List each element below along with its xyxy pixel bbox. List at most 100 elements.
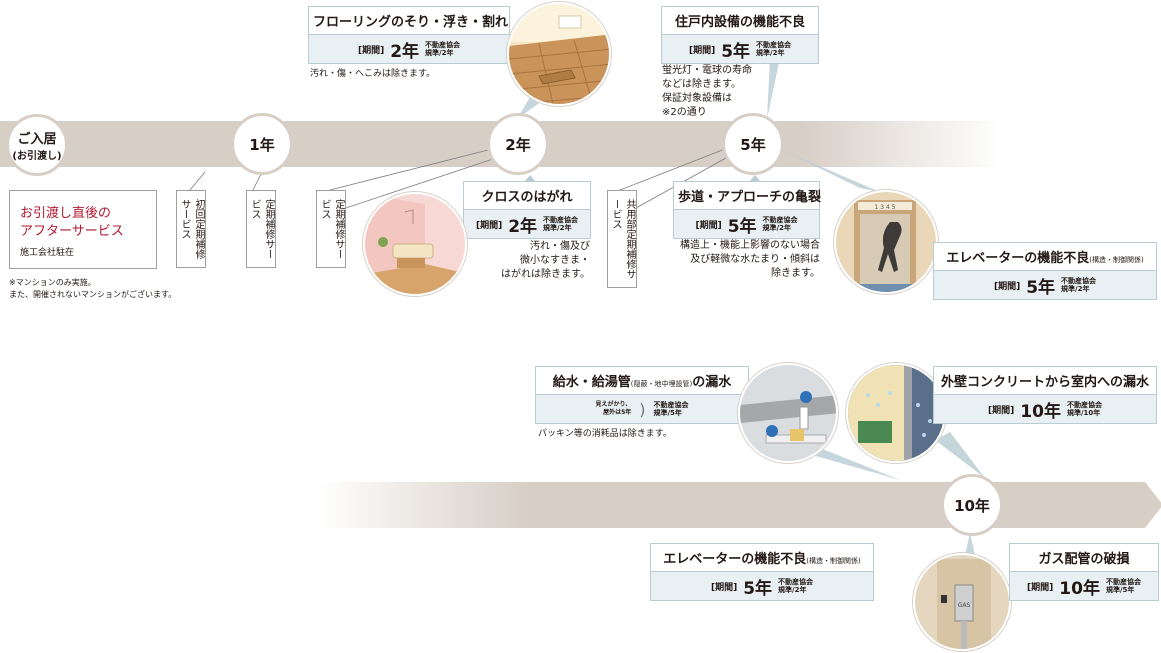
- wall-leak-std-2: 規準/10年: [1066, 409, 1101, 417]
- gas-title: ガス配管の破損: [1010, 544, 1158, 572]
- water-pipe-pre: 見えがかり、屋外は5年: [595, 401, 631, 417]
- elevator-bottom-standard: 不動産協会規準/2年: [778, 578, 813, 594]
- sidewalk-title: 歩道・アプローチの亀裂: [674, 182, 821, 210]
- sidewalk-std-1: 不動産協会: [762, 216, 798, 224]
- sidewalk-period-label: [期間]: [695, 220, 722, 231]
- gas-meter-text: GAS: [958, 602, 971, 609]
- item-gas: ガス配管の破損 [期間] 10年 不動産協会規準/5年: [1009, 543, 1159, 601]
- sidewalk-standard: 不動産協会規準/2年: [763, 216, 798, 232]
- node-year-2-label: 2年: [505, 135, 531, 154]
- elevator-bottom-years: 5年: [743, 578, 773, 599]
- sidewalk-note: 構造上・機能上影響のない場合 及び軽微な水たまり・傾斜は 除きます。: [656, 239, 820, 281]
- elevator-bottom-std-1: 不動産協会: [778, 578, 814, 586]
- elevator-panel-text: 1 3 4 5: [875, 204, 896, 211]
- periodic-service-1: 定期補修サービス: [246, 190, 276, 268]
- wall-leak-illustration: [846, 363, 946, 463]
- elevator-top-years: 5年: [1026, 277, 1056, 298]
- cloth-illustration: [363, 192, 467, 296]
- gas-period: [期間] 10年 不動産協会規準/5年: [1010, 572, 1158, 600]
- node-year-5: 5年: [722, 113, 784, 175]
- cloth-std-1: 不動産協会: [543, 216, 579, 224]
- cloth-note: 汚れ・傷及び 微小なすきま・ はがれは除きます。: [494, 240, 590, 282]
- sidewalk-note-1: 構造上・機能上影響のない場合: [680, 240, 820, 251]
- flooring-std-1: 不動産協会: [425, 41, 461, 49]
- item-flooring: フローリングのそり・浮き・割れ [期間] 2年 不動産協会規準/2年: [308, 6, 510, 64]
- node-year-1-label: 1年: [249, 135, 275, 154]
- water-pipe-title-tail: の漏水: [692, 375, 732, 390]
- after-service-note-2: また、開催されないマンションがございます。: [9, 290, 177, 299]
- water-pipe-standard: 不動産協会規準/5年: [654, 401, 689, 417]
- equipment-years: 5年: [721, 41, 751, 62]
- item-sidewalk: 歩道・アプローチの亀裂 [期間] 5年 不動産協会規準/2年: [673, 181, 821, 239]
- cloth-std-2: 規準/2年: [543, 224, 572, 232]
- gas-years: 10年: [1059, 578, 1100, 599]
- cloth-note-2: 微小なすきま・: [520, 255, 590, 266]
- water-pipe-heading: 給水・給湯管(隠蔽・地中埋設管)の漏水: [536, 367, 748, 395]
- elevator-bottom-period-label: [期間]: [710, 582, 738, 593]
- wall-leak-standard: 不動産協会規準/10年: [1067, 401, 1102, 417]
- node-year-10: 10年: [941, 474, 1003, 536]
- elevator-top-period-label: [期間]: [993, 281, 1021, 292]
- water-pipe-pre-2: 屋外は5年: [603, 409, 632, 416]
- equipment-standard: 不動産協会規準/2年: [756, 41, 791, 57]
- gas-illustration: GAS: [913, 553, 1011, 651]
- timeline-band-bottom: [318, 482, 1161, 528]
- cloth-standard: 不動産協会規準/2年: [543, 216, 578, 232]
- gas-std-1: 不動産協会: [1105, 578, 1141, 586]
- equipment-std-2: 規準/2年: [756, 49, 785, 57]
- wall-leak-years: 10年: [1020, 401, 1061, 422]
- flooring-note: 汚れ・傷・へこみは除きます。: [310, 69, 436, 79]
- cloth-years: 2年: [508, 216, 538, 237]
- flooring-standard: 不動産協会規準/2年: [425, 41, 460, 57]
- equipment-note-1: 蛍光灯・電球の寿命: [662, 65, 752, 76]
- after-service-title-1: お引渡し直後の: [20, 206, 112, 221]
- water-pipe-title-small: (隠蔽・地中埋設管): [630, 380, 693, 388]
- equipment-note-2: などは除きます。: [662, 79, 741, 90]
- elevator-top-std-2: 規準/2年: [1061, 285, 1090, 293]
- after-service-title-2: アフターサービス: [20, 224, 124, 239]
- after-service-note-1: ※マンションのみ実施。: [9, 278, 96, 287]
- gas-std-2: 規準/5年: [1105, 586, 1135, 594]
- initial-periodic-service: 初回定期補修サービス: [176, 190, 206, 268]
- equipment-period: [期間] 5年 不動産協会規準/2年: [662, 35, 818, 63]
- gas-period-label: [期間]: [1027, 582, 1054, 593]
- sidewalk-period: [期間] 5年 不動産協会規準/2年: [674, 210, 819, 238]
- periodic-service-2-label: 定期補修サービス: [319, 199, 344, 259]
- wall-leak-period: [期間] 10年 不動産協会規準/10年: [934, 395, 1156, 423]
- wall-leak-title: 外壁コンクリートから室内への漏水: [934, 367, 1156, 395]
- wall-leak-std-1: 不動産協会: [1066, 401, 1102, 409]
- elevator-bottom-std-2: 規準/2年: [778, 586, 807, 594]
- item-elevator-top: エレベーターの機能不良(構造・制御関係) [期間] 5年 不動産協会規準/2年: [933, 242, 1157, 300]
- elevator-top-heading: エレベーターの機能不良(構造・制御関係): [934, 243, 1156, 271]
- item-water-pipe: 給水・給湯管(隠蔽・地中埋設管)の漏水 見えがかり、屋外は5年 ) 不動産協会規…: [535, 366, 749, 424]
- cloth-note-3: はがれは除きます。: [501, 269, 590, 280]
- elevator-top-std-1: 不動産協会: [1061, 277, 1097, 285]
- node-year-5-label: 5年: [740, 135, 766, 154]
- after-service-box: お引渡し直後の アフターサービス 施工会社駐在: [9, 190, 157, 269]
- cloth-note-1: 汚れ・傷及び: [530, 241, 590, 252]
- node-year-1: 1年: [231, 113, 293, 175]
- sidewalk-std-2: 規準/2年: [762, 224, 791, 232]
- move-in-sub: (お引渡し): [12, 151, 62, 162]
- flooring-illustration: [507, 2, 611, 106]
- node-year-2: 2年: [487, 113, 549, 175]
- elevator-illustration: 1 3 4 5: [834, 190, 938, 294]
- sidewalk-note-2: 及び軽微な水たまり・傾斜は: [690, 254, 820, 265]
- equipment-note-3: 保証対象設備は: [662, 93, 732, 104]
- water-pipe-title: 給水・給湯管: [552, 375, 631, 390]
- water-pipe-note: パッキン等の消耗品は除きます。: [538, 429, 672, 439]
- periodic-service-1-label: 定期補修サービス: [249, 199, 274, 259]
- item-wall-leak: 外壁コンクリートから室内への漏水 [期間] 10年 不動産協会規準/10年: [933, 366, 1157, 424]
- flooring-period: [期間] 2年 不動産協会規準/2年: [309, 35, 509, 63]
- elevator-bottom-title: エレベーターの機能不良: [663, 552, 807, 567]
- elevator-top-title-small: (構造・制御関係): [1089, 256, 1144, 264]
- water-pipe-illustration: [738, 363, 838, 463]
- cloth-period: [期間] 2年 不動産協会規準/2年: [464, 210, 590, 238]
- equipment-period-label: [期間]: [688, 45, 716, 56]
- flooring-std-2: 規準/2年: [425, 49, 454, 57]
- item-cloth: クロスのはがれ [期間] 2年 不動産協会規準/2年: [463, 181, 591, 239]
- elevator-top-standard: 不動産協会規準/2年: [1061, 277, 1096, 293]
- elevator-bottom-heading: エレベーターの機能不良(構造・制御関係): [651, 544, 873, 572]
- initial-periodic-service-label: 初回定期補修サービス: [179, 199, 204, 259]
- flooring-title: フローリングのそり・浮き・割れ: [309, 7, 509, 35]
